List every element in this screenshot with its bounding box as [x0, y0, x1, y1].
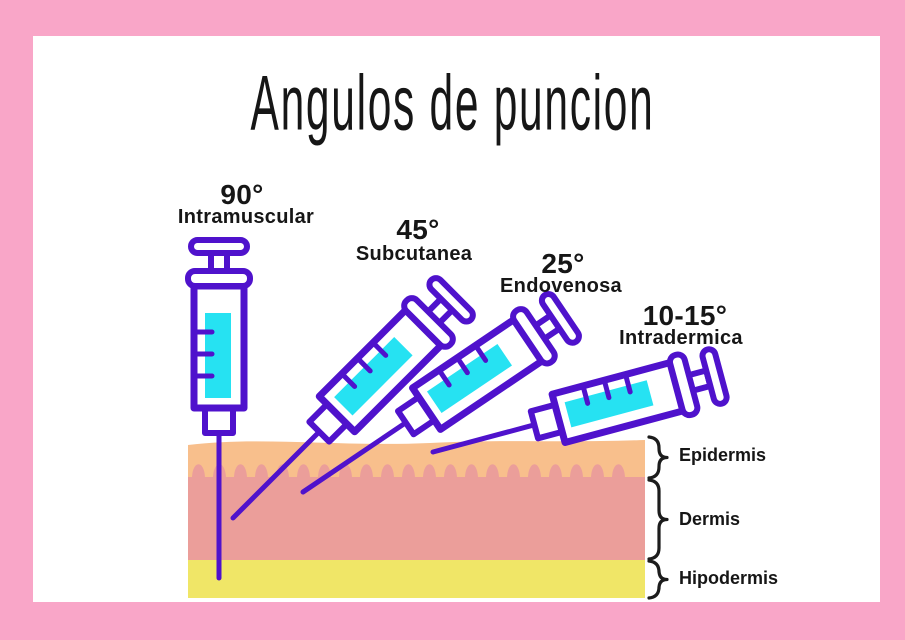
- angle-label-90: 90°: [220, 179, 264, 210]
- hipodermis-brace: [647, 559, 669, 600]
- skin-layer-label-dermis: Dermis: [679, 509, 741, 529]
- hipodermis-layer: [188, 560, 645, 598]
- needle: [300, 420, 409, 495]
- dermis-brace: [647, 478, 669, 561]
- syringe-45-subcutanea: [230, 273, 478, 521]
- route-label-intramuscular: Intramuscular: [177, 206, 315, 228]
- needle: [230, 429, 322, 521]
- route-label-intradermica: Intradermica: [619, 327, 743, 349]
- route-label-endovenosa: Endovenosa: [500, 275, 622, 297]
- syringe-10-15-intradermica: [430, 345, 729, 482]
- skin-layer-label-hipodermis: Hipodermis: [679, 568, 779, 588]
- skin-diagram: [188, 440, 645, 598]
- syringe-25-endovenosa: [300, 289, 583, 495]
- dermis-layer: [188, 464, 645, 560]
- angle-label-10-15: 10-15°: [642, 300, 728, 331]
- epidermis-brace: [647, 435, 669, 480]
- route-label-subcutanea: Subcutanea: [355, 243, 473, 265]
- syringe-90-intramuscular: [188, 240, 250, 581]
- skin-layer-label-epidermis: Epidermis: [679, 445, 767, 465]
- needle: [430, 422, 537, 455]
- page-title: Angulos de puncion: [250, 59, 655, 147]
- angle-label-45: 45°: [396, 214, 440, 245]
- angle-label-25: 25°: [541, 248, 585, 279]
